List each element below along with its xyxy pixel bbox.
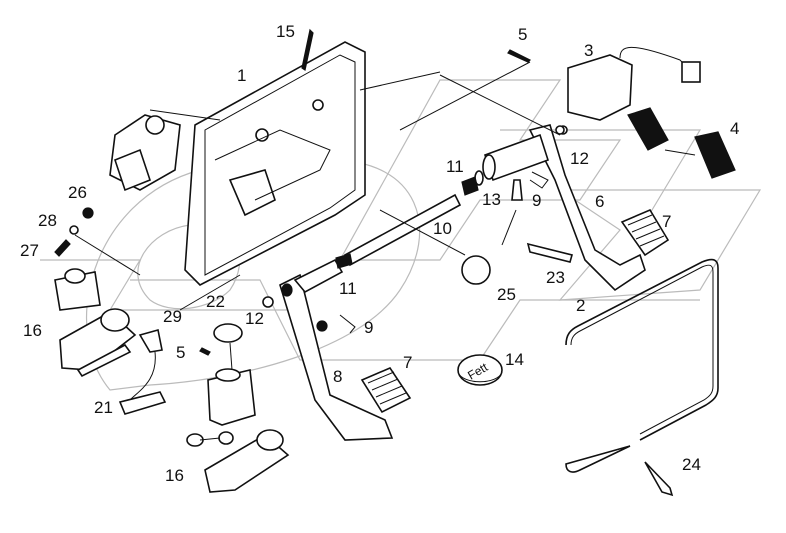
grease-tin-14: Fett — [457, 354, 503, 386]
pedal-pad-7b — [360, 367, 412, 414]
fitting-29 — [138, 328, 163, 353]
bolt-15 — [301, 28, 314, 71]
callout-11: 11 — [339, 279, 357, 298]
washer-12 — [555, 125, 565, 135]
callout-23: 23 — [546, 268, 565, 287]
callout-6: 6 — [595, 192, 604, 211]
callout-24: 24 — [682, 455, 701, 474]
callout-11: 11 — [446, 157, 464, 176]
leader-lines — [74, 61, 561, 441]
callout-3: 3 — [584, 41, 593, 60]
washer-12b — [262, 296, 274, 308]
callout-25: 25 — [497, 285, 516, 304]
accelerator-pedal-module — [567, 46, 701, 151]
callout-26: 26 — [68, 183, 87, 202]
bracket-23 — [526, 242, 573, 263]
clip-9b — [339, 314, 356, 334]
washer-28 — [69, 225, 79, 235]
nut-26 — [82, 207, 94, 219]
master-cylinder-16-lower — [186, 429, 290, 493]
clutch-pedal-6 — [482, 124, 646, 292]
cover-25 — [461, 255, 491, 285]
callout-29: 29 — [163, 307, 182, 326]
bolt-5-top — [507, 49, 532, 63]
pedal-bracket-housing — [184, 41, 366, 286]
callout-7: 7 — [403, 353, 412, 372]
valve-unit — [109, 114, 181, 192]
bushing-11b — [335, 253, 353, 269]
callout-9: 9 — [364, 318, 373, 337]
callout-8: 8 — [333, 367, 342, 386]
callout-7: 7 — [662, 212, 671, 231]
sensor-21 — [118, 391, 167, 415]
callout-2: 2 — [576, 296, 585, 315]
spring-13 — [511, 179, 523, 201]
callout-12: 12 — [245, 309, 264, 328]
callout-16: 16 — [23, 321, 42, 340]
callout-4: 4 — [730, 119, 739, 138]
callout-5: 5 — [176, 343, 185, 362]
reservoir-lower — [207, 323, 256, 426]
callout-10: 10 — [433, 219, 452, 238]
callout-5: 5 — [518, 25, 527, 44]
callout-22: 22 — [206, 292, 225, 311]
callout-16: 16 — [165, 466, 184, 485]
sealant-tube-24 — [644, 461, 674, 497]
callout-27: 27 — [20, 241, 39, 260]
seal-gasket-2 — [565, 258, 719, 473]
screw-9 — [316, 320, 328, 332]
brake-pedal-8 — [279, 258, 394, 441]
callout-1: 1 — [237, 66, 246, 85]
master-cylinder-16-upper — [54, 268, 137, 378]
pedal-pad-4 — [694, 131, 736, 179]
callout-13: 13 — [482, 190, 501, 209]
bolt-5b — [199, 347, 211, 356]
hose-21 — [129, 351, 156, 401]
pedal-pad-7 — [620, 208, 670, 257]
callout-9: 9 — [532, 191, 541, 210]
callout-28: 28 — [38, 211, 57, 230]
callout-12: 12 — [570, 149, 589, 168]
callout-15: 15 — [276, 22, 295, 41]
callout-21: 21 — [94, 398, 113, 417]
bushing-11 — [461, 176, 479, 196]
bolt-27 — [54, 239, 71, 257]
callout-14: 14 — [505, 350, 524, 369]
